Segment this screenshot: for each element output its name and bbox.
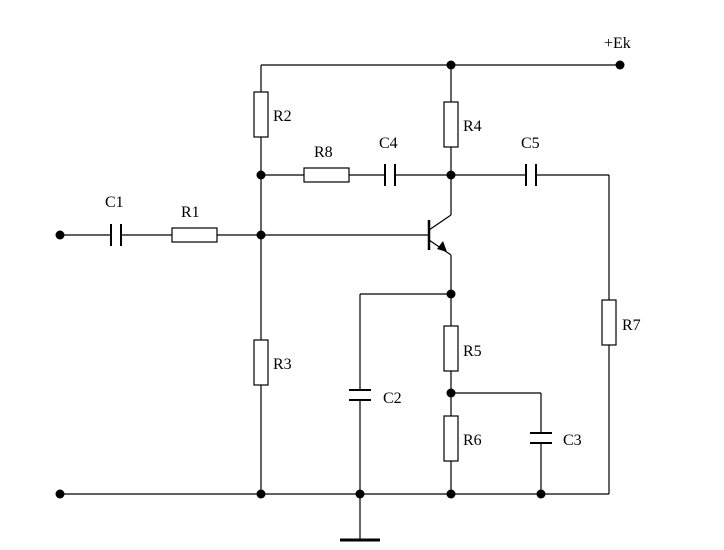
node [446,489,456,499]
label-c5: C5 [521,135,540,152]
capacitor-c1 [110,224,122,246]
node [536,489,546,499]
node [256,230,266,240]
node [256,170,266,180]
capacitor-c4 [384,164,396,186]
node [355,489,365,499]
label-c4: C4 [379,135,398,152]
capacitor-c5 [525,164,537,186]
resistor-r1 [171,227,218,243]
supply-label: +Ek [604,35,631,52]
resistor-r5 [443,325,459,372]
label-r7: R7 [622,317,641,334]
node [446,170,456,180]
label-c3: C3 [563,432,582,449]
supply-terminal [615,60,625,70]
node [446,60,456,70]
capacitor-c2 [349,389,371,401]
label-r8: R8 [314,144,333,161]
label-r2: R2 [273,108,292,125]
node [446,388,456,398]
label-c2: C2 [383,390,402,407]
label-r6: R6 [463,432,482,449]
label-c1: C1 [105,194,124,211]
label-r3: R3 [273,356,292,373]
resistor-r2 [253,91,269,138]
label-r4: R4 [463,118,482,135]
input-terminal [55,230,65,240]
resistor-r7 [601,299,617,346]
transistor-collector [428,214,452,231]
ground-terminal [55,489,65,499]
junction-nodes [55,60,625,499]
transistor-npn [427,214,452,256]
node [446,289,456,299]
label-r5: R5 [463,343,482,360]
resistor-r6 [443,415,459,462]
emitter-arrow-icon [437,241,447,252]
resistor-r4 [443,101,459,148]
resistor-r8 [303,167,350,183]
capacitor-c3 [530,432,552,444]
label-r1: R1 [181,204,200,221]
node [256,489,266,499]
resistor-r3 [253,339,269,386]
